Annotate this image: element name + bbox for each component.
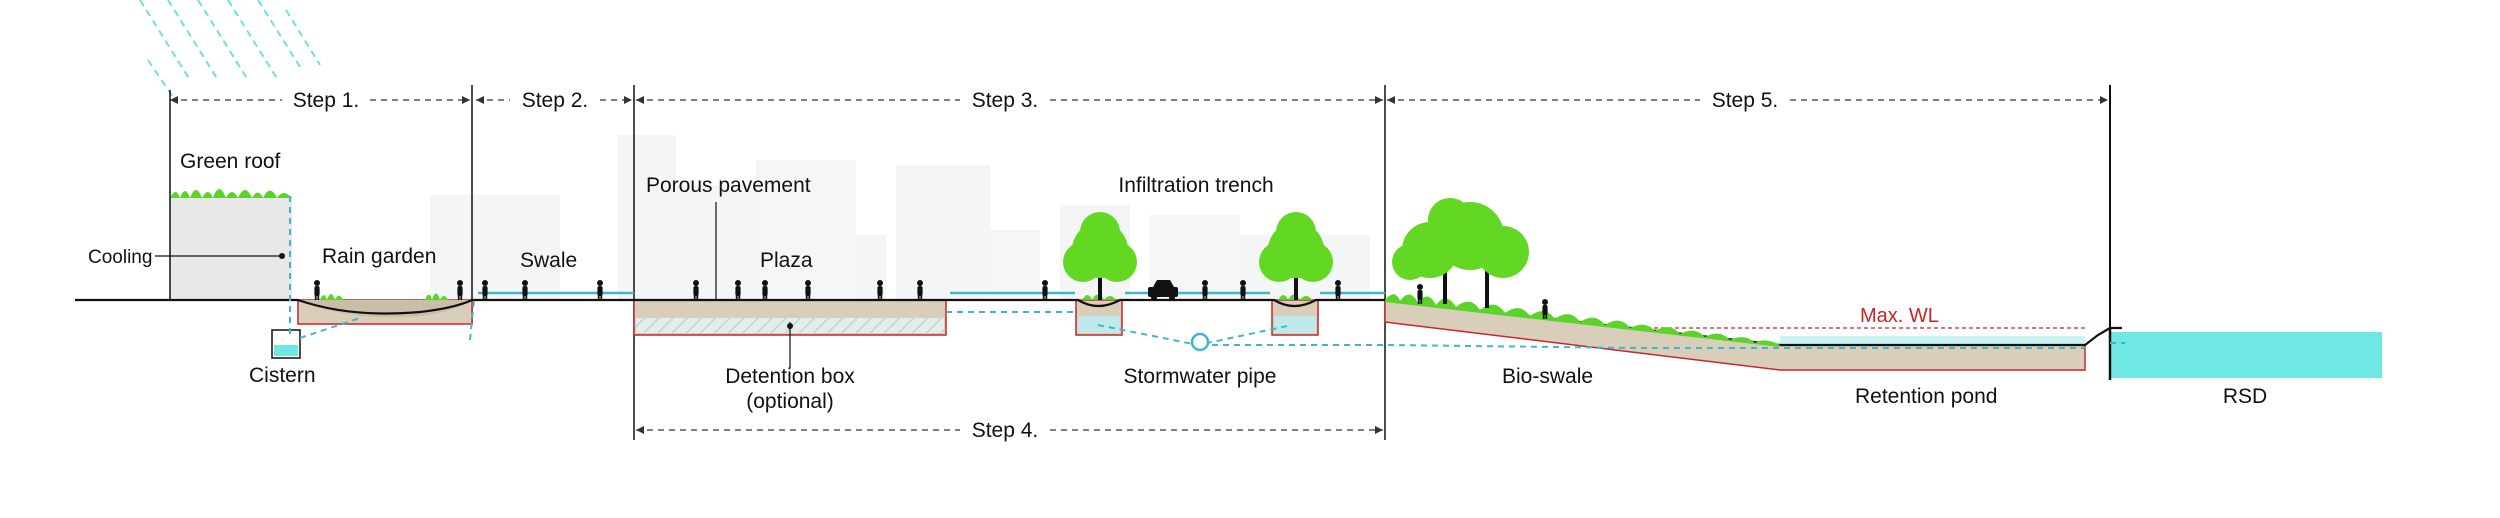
- label-cistern: Cistern: [249, 364, 316, 387]
- label-retention-pond: Retention pond: [1855, 385, 1997, 408]
- label-detention-box: Detention box: [725, 365, 855, 388]
- step-5-label: Step 5.: [1712, 89, 1779, 112]
- grass-icon: [170, 189, 292, 198]
- label-rsd: RSD: [2223, 385, 2267, 408]
- person-icon: [1042, 280, 1048, 300]
- tree-icon: [1259, 212, 1333, 300]
- car-icon: [1148, 280, 1178, 301]
- label-detention-box-optional: (optional): [746, 390, 834, 413]
- label-swale: Swale: [520, 249, 577, 272]
- label-cooling: Cooling: [88, 247, 152, 268]
- leader-lines: [155, 202, 791, 368]
- label-infiltration-trench: Infiltration trench: [1118, 174, 1273, 197]
- label-rain-garden: Rain garden: [322, 245, 436, 268]
- step-dimension-lines: [169, 85, 2111, 440]
- person-icon: [314, 280, 320, 300]
- bioswale-grass: [1385, 294, 1780, 347]
- label-bio-swale: Bio-swale: [1502, 365, 1593, 388]
- person-icon: [597, 280, 603, 300]
- label-max-wl: Max. WL: [1860, 305, 1939, 327]
- label-plaza: Plaza: [760, 249, 813, 272]
- step-2-label: Step 2.: [522, 89, 589, 112]
- rain-icon: [139, 0, 321, 101]
- background-buildings: [430, 135, 1370, 300]
- step-3-label: Step 3.: [972, 89, 1039, 112]
- rsd-water: [2110, 332, 2382, 378]
- label-porous-pavement: Porous pavement: [646, 174, 811, 197]
- label-stormwater-pipe: Stormwater pipe: [1124, 365, 1277, 388]
- tree-icon: [1392, 198, 1529, 308]
- building: [170, 197, 292, 300]
- step-1-label: Step 1.: [293, 89, 360, 112]
- tree-icon: [1063, 212, 1137, 300]
- underground-structures: [271, 299, 2086, 371]
- step-4-label: Step 4.: [972, 419, 1039, 442]
- ground-line: [75, 298, 2122, 347]
- stormwater-pipe-icon: [1190, 332, 1210, 352]
- label-green-roof: Green roof: [180, 150, 281, 173]
